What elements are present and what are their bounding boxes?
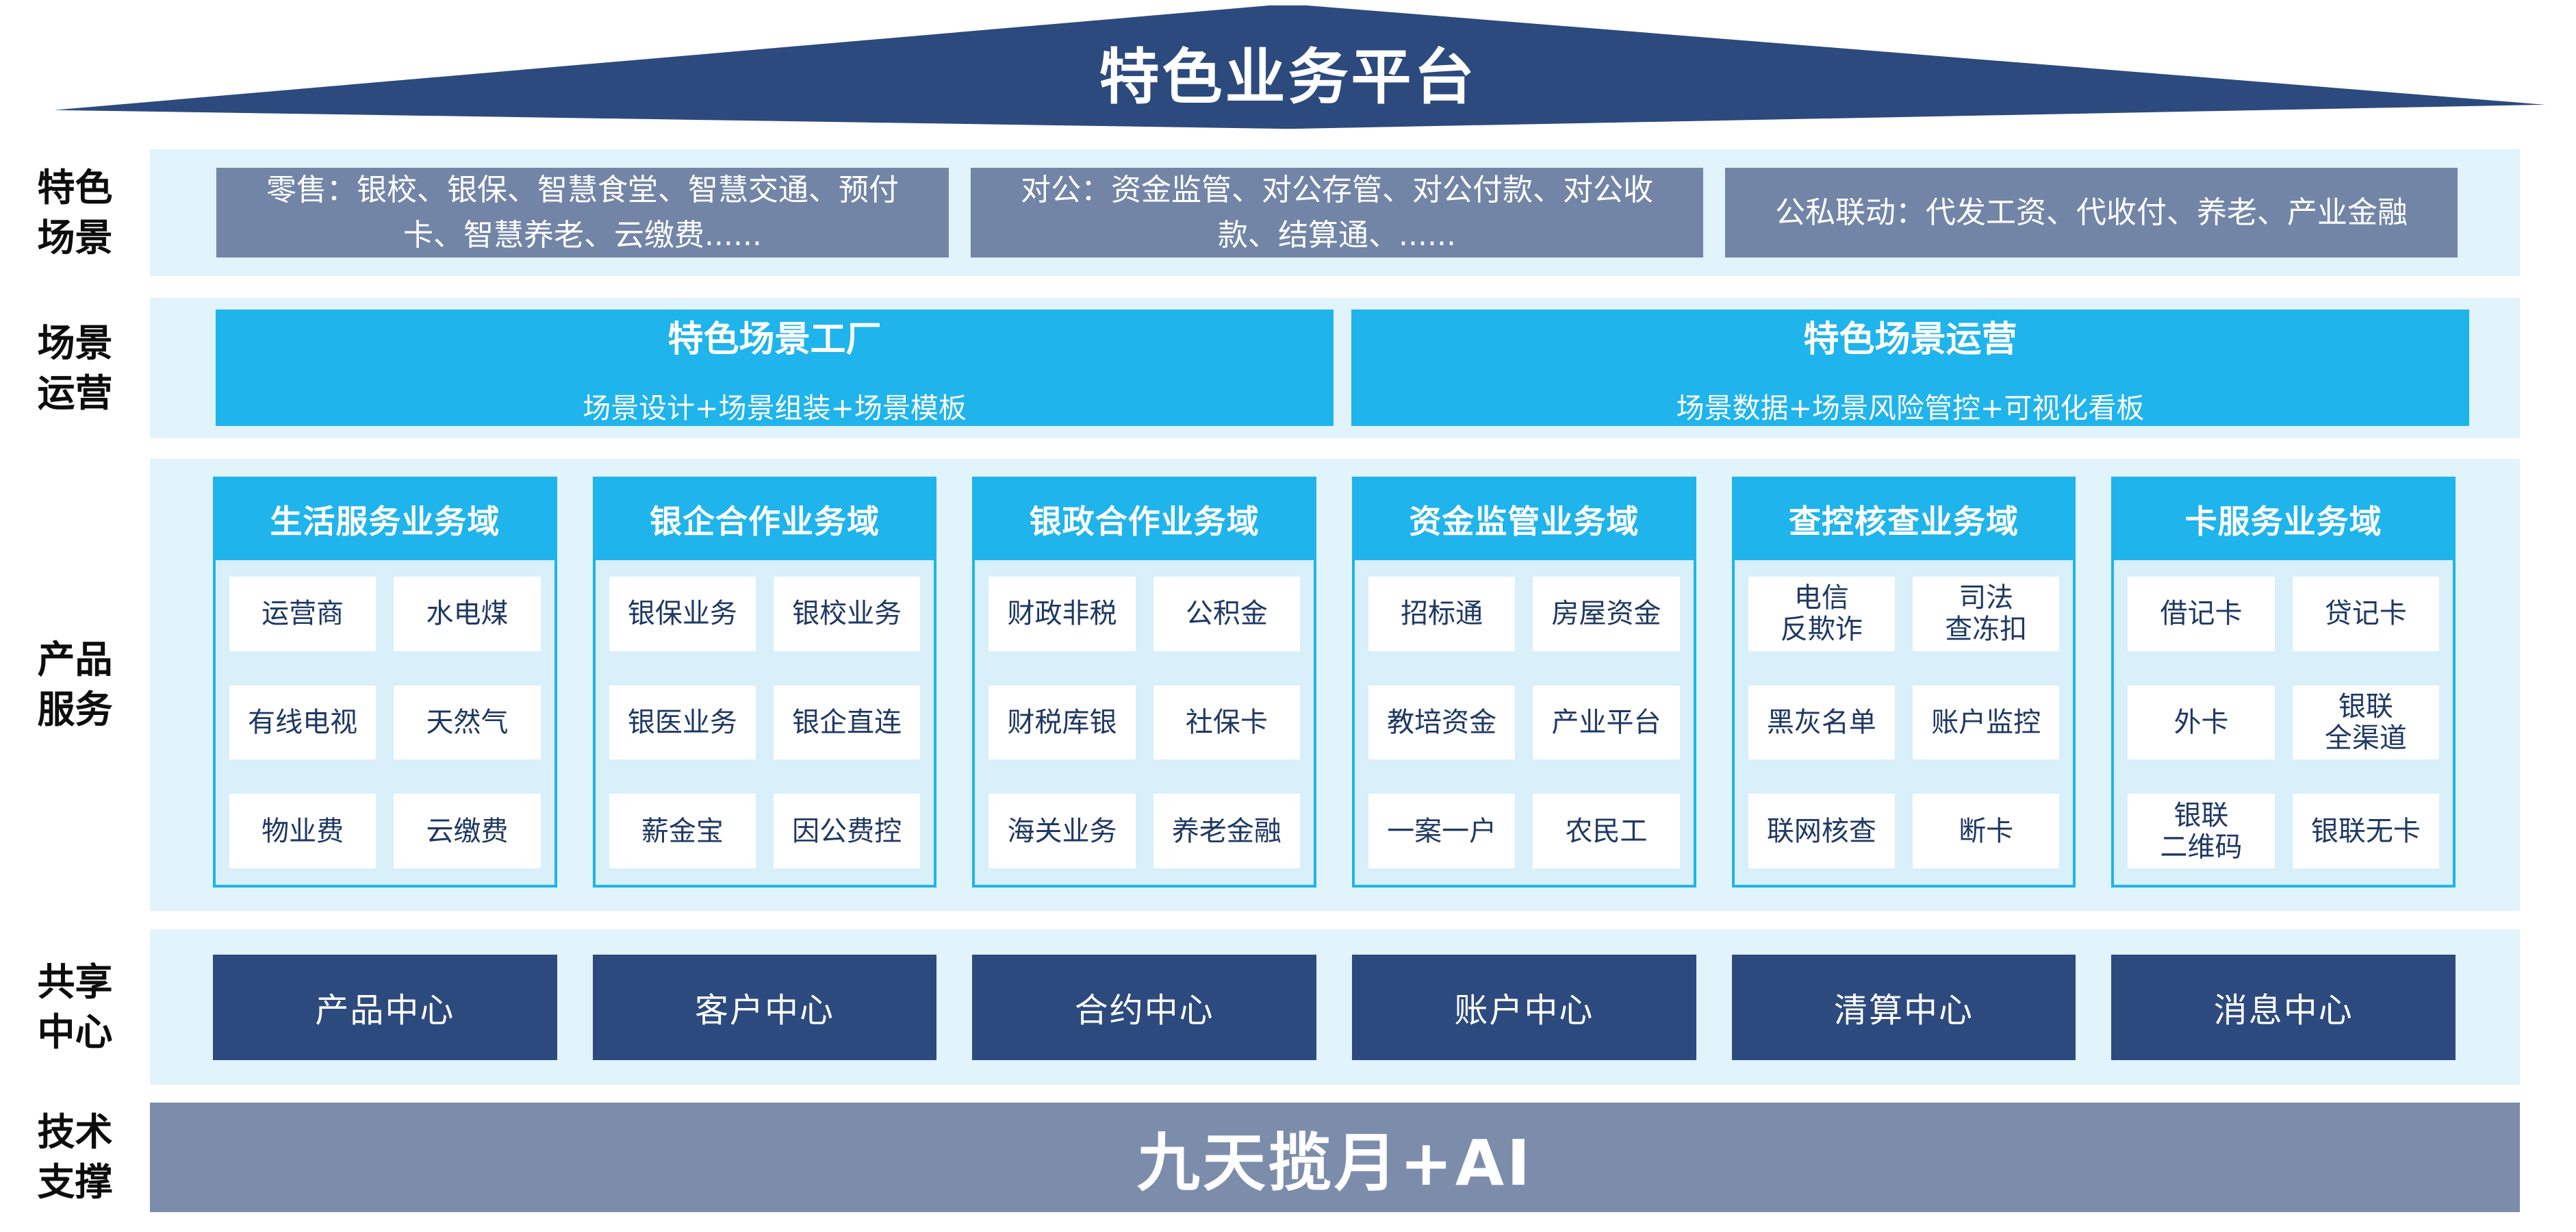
column-body: 运营商 水电煤 有线电视 天然气 物业费 云缴费 <box>213 560 557 888</box>
product-cell: 黑灰名单 <box>1748 685 1896 760</box>
scene-box-corporate: 对公：资金监管、对公存管、对公付款、对公收款、结算通、...... <box>971 168 1703 257</box>
scene-box-retail: 零售：银校、银保、智慧食堂、智慧交通、预付卡、智慧养老、云缴费...... <box>216 168 949 257</box>
column-body: 借记卡 贷记卡 外卡 银联 全渠道 银联 二维码 银联无卡 <box>2111 560 2456 888</box>
product-cell: 银保业务 <box>609 577 756 651</box>
product-cell: 司法 查冻扣 <box>1913 577 2060 651</box>
row-label-sharing: 共享 中心 <box>37 959 113 1054</box>
product-cell: 账户监控 <box>1913 685 2060 760</box>
ops-box-title: 特色场景工厂 <box>667 318 882 360</box>
scenes-band: 零售：银校、银保、智慧食堂、智慧交通、预付卡、智慧养老、云缴费...... 对公… <box>150 149 2520 276</box>
product-cell: 借记卡 <box>2128 577 2275 651</box>
tech-support-bar: 九天揽月+AI <box>150 1103 2520 1212</box>
product-cell: 银企直连 <box>774 685 921 760</box>
product-cell: 因公费控 <box>774 794 921 868</box>
product-cell: 云缴费 <box>394 794 541 868</box>
operations-band: 特色场景工厂 场景设计+场景组装+场景模板 特色场景运营 场景数据+场景风险管控… <box>150 298 2520 438</box>
center-box-message: 消息中心 <box>2111 955 2456 1060</box>
center-box-customer: 客户中心 <box>592 955 937 1060</box>
ops-box-scene-factory: 特色场景工厂 场景设计+场景组装+场景模板 <box>216 310 1334 426</box>
product-cell: 财税库银 <box>989 685 1136 760</box>
column-header: 银政合作业务域 <box>972 477 1317 560</box>
product-column-bank-enterprise: 银企合作业务域 银保业务 银校业务 银医业务 银企直连 薪金宝 因公费控 <box>592 477 937 888</box>
product-column-inquiry-verification: 查控核查业务域 电信 反欺诈 司法 查冻扣 黑灰名单 账户监控 联网核查 断卡 <box>1731 477 2076 888</box>
column-header: 查控核查业务域 <box>1731 477 2076 560</box>
ops-box-scene-operation: 特色场景运营 场景数据+场景风险管控+可视化看板 <box>1351 310 2469 426</box>
product-cell: 外卡 <box>2128 685 2275 760</box>
column-body: 电信 反欺诈 司法 查冻扣 黑灰名单 账户监控 联网核查 断卡 <box>1731 560 2076 888</box>
product-cell: 薪金宝 <box>609 794 756 868</box>
column-header: 生活服务业务域 <box>213 477 557 560</box>
scene-box-public-private: 公私联动：代发工资、代收付、养老、产业金融 <box>1725 168 2458 257</box>
sharing-band: 产品中心 客户中心 合约中心 账户中心 清算中心 消息中心 <box>150 929 2520 1085</box>
product-column-life-services: 生活服务业务域 运营商 水电煤 有线电视 天然气 物业费 云缴费 <box>213 477 557 888</box>
product-cell: 银医业务 <box>609 685 756 760</box>
center-box-account: 账户中心 <box>1352 955 1696 1060</box>
ops-box-title: 特色场景运营 <box>1803 318 2017 360</box>
product-cell: 银校业务 <box>774 577 921 651</box>
product-cell: 农民工 <box>1533 794 1680 868</box>
product-column-bank-government: 银政合作业务域 财政非税 公积金 财税库银 社保卡 海关业务 养老金融 <box>972 477 1317 888</box>
product-cell: 公积金 <box>1153 577 1301 651</box>
center-box-product: 产品中心 <box>213 955 557 1060</box>
product-column-fund-supervision: 资金监管业务域 招标通 房屋资金 教培资金 产业平台 一案一户 农民工 <box>1352 477 1696 888</box>
column-header: 资金监管业务域 <box>1352 477 1696 560</box>
ops-box-subtitle: 场景数据+场景风险管控+可视化看板 <box>1676 391 2145 425</box>
column-header: 卡服务业务域 <box>2111 477 2456 560</box>
center-box-contract: 合约中心 <box>972 955 1317 1060</box>
column-body: 银保业务 银校业务 银医业务 银企直连 薪金宝 因公费控 <box>592 560 937 888</box>
product-cell: 断卡 <box>1913 794 2060 868</box>
row-label-scenes: 特色 场景 <box>37 165 113 260</box>
column-header: 银企合作业务域 <box>592 477 937 560</box>
row-label-tech: 技术 支撑 <box>37 1110 113 1204</box>
product-cell: 银联无卡 <box>2292 794 2440 868</box>
product-cell: 电信 反欺诈 <box>1748 577 1896 651</box>
product-cell: 水电煤 <box>394 577 541 651</box>
product-cell: 海关业务 <box>989 794 1136 868</box>
product-cell: 财政非税 <box>989 577 1136 651</box>
product-cell: 招标通 <box>1368 577 1516 651</box>
row-label-products: 产品 服务 <box>37 638 113 731</box>
center-box-clearing: 清算中心 <box>1731 955 2076 1060</box>
column-body: 财政非税 公积金 财税库银 社保卡 海关业务 养老金融 <box>972 560 1317 888</box>
product-cell: 社保卡 <box>1153 685 1301 760</box>
product-cell: 一案一户 <box>1368 794 1516 868</box>
row-label-operations: 场景 运营 <box>37 320 113 415</box>
product-cell: 联网核查 <box>1748 794 1896 868</box>
product-cell: 银联 全渠道 <box>2292 685 2440 760</box>
products-band: 生活服务业务域 运营商 水电煤 有线电视 天然气 物业费 云缴费 银企合作业务域… <box>150 459 2520 911</box>
product-cell: 有线电视 <box>229 685 377 760</box>
product-column-card-services: 卡服务业务域 借记卡 贷记卡 外卡 银联 全渠道 银联 二维码 银联无卡 <box>2111 477 2456 888</box>
product-cell: 银联 二维码 <box>2128 794 2275 868</box>
product-cell: 运营商 <box>229 577 377 651</box>
product-cell: 贷记卡 <box>2292 577 2440 651</box>
product-cell: 教培资金 <box>1368 685 1516 760</box>
product-cell: 物业费 <box>229 794 377 868</box>
product-cell: 养老金融 <box>1153 794 1301 868</box>
column-body: 招标通 房屋资金 教培资金 产业平台 一案一户 农民工 <box>1352 560 1696 888</box>
platform-title: 特色业务平台 <box>1099 42 1477 112</box>
ops-box-subtitle: 场景设计+场景组装+场景模板 <box>583 391 967 425</box>
product-cell: 产业平台 <box>1533 685 1680 760</box>
product-cell: 房屋资金 <box>1533 577 1680 651</box>
product-cell: 天然气 <box>394 685 541 760</box>
